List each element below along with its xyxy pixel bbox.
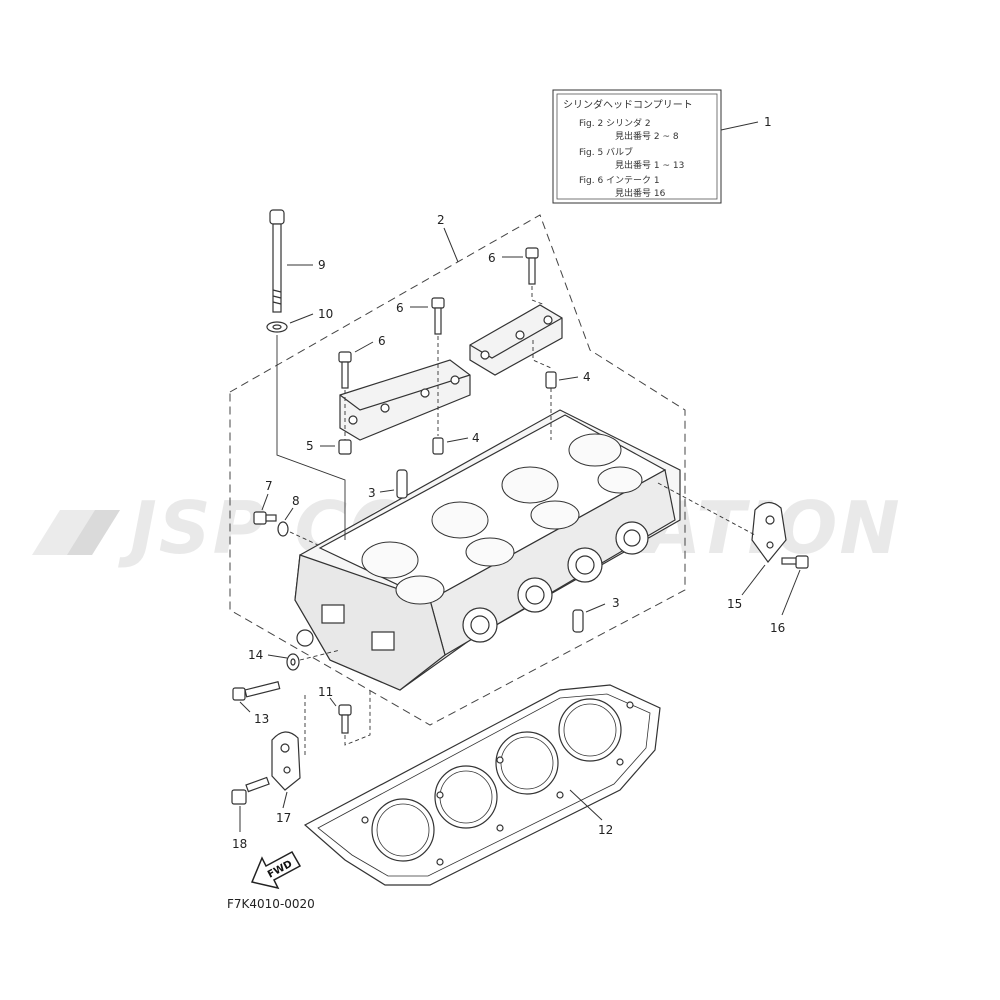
callout-1: 1 [764, 115, 772, 129]
callout-14: 14 [248, 648, 263, 662]
head-washer [266, 321, 288, 333]
cam-cap-rear [469, 304, 563, 376]
callout-8: 8 [292, 494, 300, 508]
info-box-line-5: Fig. 6 インテーク 1 [579, 175, 660, 186]
info-box-line-3: Fig. 5 バルブ [579, 146, 633, 158]
info-box-line-4: 見出番号 1 ~ 13 [615, 159, 684, 171]
small-bolt [338, 704, 352, 734]
info-box: シリンダヘッドコンプリート Fig. 2 シリンダ 2 見出番号 2 ~ 8 F… [552, 89, 772, 204]
front-bolt [232, 681, 281, 701]
fwd-arrow: FWD [250, 850, 302, 890]
cylinder-head [294, 409, 681, 691]
callout-5: 5 [306, 439, 314, 453]
callout-3-lower: 3 [612, 596, 620, 610]
callout-18: 18 [232, 837, 247, 851]
info-box-line-1: Fig. 2 シリンダ 2 [579, 117, 651, 129]
callout-12: 12 [598, 823, 613, 837]
cam-cap-bolts [338, 247, 539, 389]
callout-10: 10 [318, 307, 333, 321]
callout-17: 17 [276, 811, 291, 825]
head-gasket [303, 684, 661, 886]
callout-6-front: 6 [378, 334, 386, 348]
dowel-pins [338, 371, 557, 455]
info-box-line-2: 見出番号 2 ~ 8 [615, 130, 679, 142]
bracket-bolt-left [231, 776, 270, 805]
callout-2: 2 [437, 213, 445, 227]
cam-cap-front [339, 359, 471, 441]
head-bolt [269, 209, 285, 313]
bracket-right [751, 501, 787, 563]
bracket-bolt-right [781, 555, 809, 569]
bracket-left [271, 731, 301, 791]
callout-11: 11 [318, 685, 333, 699]
callout-3-upper: 3 [368, 486, 376, 500]
info-box-title: シリンダヘッドコンプリート [563, 98, 693, 111]
callout-4-middle: 4 [472, 431, 480, 445]
diagram-code: F7K4010-0020 [227, 897, 315, 911]
callout-9: 9 [318, 258, 326, 272]
callout-6-rear: 6 [488, 251, 496, 265]
plugs [396, 469, 584, 633]
callout-13: 13 [254, 712, 269, 726]
callout-6-middle: 6 [396, 301, 404, 315]
callout-15: 15 [727, 597, 742, 611]
callout-16: 16 [770, 621, 785, 635]
callout-7: 7 [265, 479, 273, 493]
side-washer [277, 521, 289, 537]
front-washer [286, 653, 300, 671]
info-box-line-6: 見出番号 16 [615, 187, 666, 199]
callout-4-rear: 4 [583, 370, 591, 384]
side-bolt [253, 511, 277, 525]
assembly-outline [229, 214, 686, 726]
